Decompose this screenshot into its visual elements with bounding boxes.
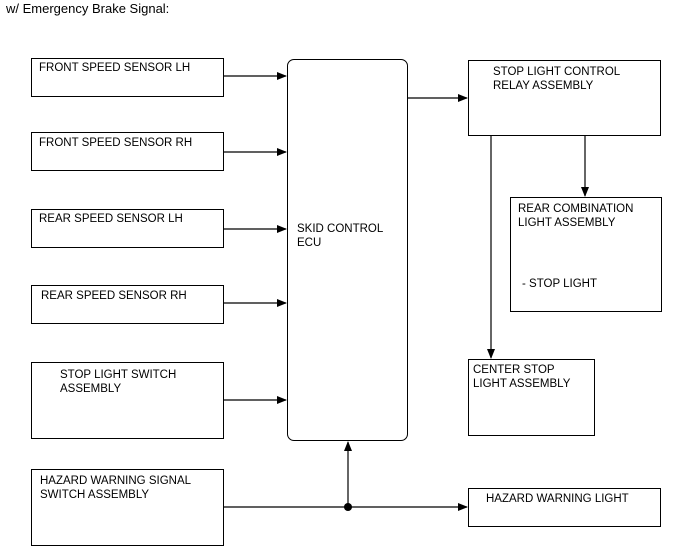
front-speed-sensor-rh-block: FRONT SPEED SENSOR RH	[31, 132, 224, 171]
front-speed-sensor-lh-label: FRONT SPEED SENSOR LH	[39, 62, 191, 74]
rear-speed-sensor-lh-block: REAR SPEED SENSOR LH	[31, 209, 224, 248]
stop-light-relay-label: STOP LIGHT CONTROL RELAY ASSEMBLY	[493, 66, 621, 92]
stop-light-relay-block: STOP LIGHT CONTROL RELAY ASSEMBLY	[468, 60, 661, 136]
hazard-warning-light-label: HAZARD WARNING LIGHT	[486, 493, 629, 505]
rear-speed-sensor-rh-label: REAR SPEED SENSOR RH	[41, 290, 187, 302]
skid-control-ecu-block: SKID CONTROL ECU	[287, 59, 408, 441]
rear-combination-light-label: REAR COMBINATION LIGHT ASSEMBLY	[518, 203, 634, 229]
skid-control-ecu-label: SKID CONTROL ECU	[297, 223, 384, 249]
hazard-warning-light-block: HAZARD WARNING LIGHT	[468, 488, 661, 527]
center-stop-light-block: CENTER STOP LIGHT ASSEMBLY	[468, 359, 595, 436]
hazard-warning-switch-block: HAZARD WARNING SIGNAL SWITCH ASSEMBLY	[31, 469, 224, 546]
diagram-heading: w/ Emergency Brake Signal:	[6, 1, 170, 16]
hazard-warning-switch-label: HAZARD WARNING SIGNAL SWITCH ASSEMBLY	[40, 475, 192, 501]
stop-light-switch-label: STOP LIGHT SWITCH ASSEMBLY	[60, 369, 177, 395]
rear-combination-stop-light-label: - STOP LIGHT	[522, 278, 597, 290]
center-stop-light-label: CENTER STOP LIGHT ASSEMBLY	[473, 364, 571, 390]
wire-junction-dot	[344, 503, 352, 511]
rear-speed-sensor-lh-label: REAR SPEED SENSOR LH	[39, 213, 183, 225]
stop-light-switch-block: STOP LIGHT SWITCH ASSEMBLY	[31, 362, 224, 439]
front-speed-sensor-lh-block: FRONT SPEED SENSOR LH	[31, 58, 224, 97]
rear-combination-light-block: REAR COMBINATION LIGHT ASSEMBLY - STOP L…	[510, 197, 662, 312]
rear-speed-sensor-rh-block: REAR SPEED SENSOR RH	[31, 285, 224, 324]
front-speed-sensor-rh-label: FRONT SPEED SENSOR RH	[39, 137, 193, 149]
